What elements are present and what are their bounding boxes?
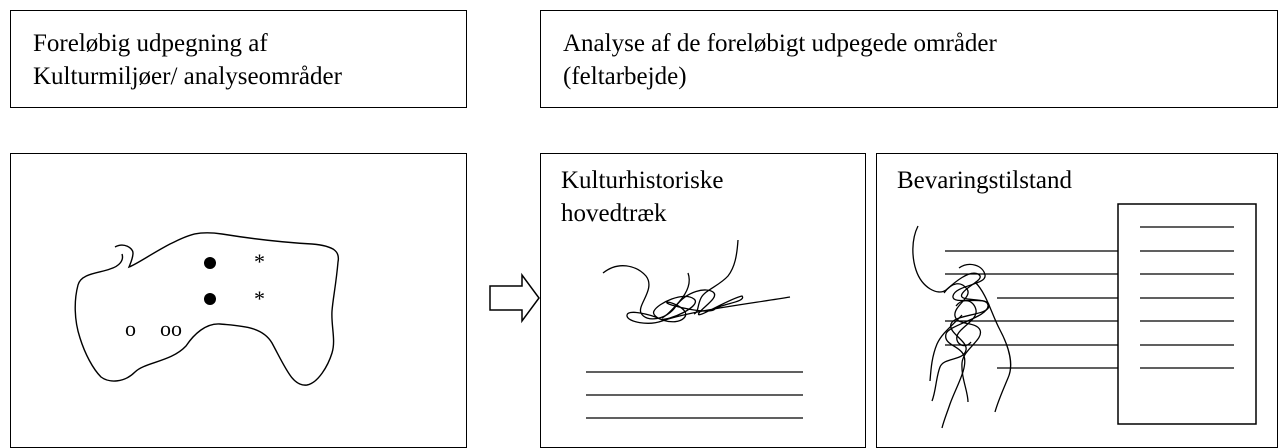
condition-document-lines [1140,226,1234,369]
diagram-drawings [74,203,1257,429]
condition-scribble-stroke [941,263,989,429]
step-label-line-1: Analyse af de foreløbigt udpegede område… [563,30,997,57]
history-scribble [602,265,791,324]
map-star-marker: * [254,286,265,311]
history-label-line-2: hovedtræk [561,200,667,227]
map-area-outline [74,232,340,386]
history-text-lines [586,371,803,419]
condition-connector-lines [945,250,1118,369]
step-box-preliminary-designation: Foreløbig udpegning af Kulturmiljøer/ an… [10,10,467,108]
history-scribble-stroke [693,239,739,315]
map-dot-marker [204,293,216,305]
map-star-marker: * [254,249,265,274]
condition-scribble-stroke [955,300,977,347]
step-label-line-2: (feltarbejde) [563,63,687,90]
condition-scribble [912,225,990,402]
step-box-analysis: Analyse af de foreløbigt udpegede område… [540,10,1278,108]
map-dot-marker [204,257,216,269]
step-label-line-2: Kulturmiljøer/ analyseområder [33,63,342,90]
map-small-o-marker: o [125,316,136,341]
arrow-right-icon [489,272,540,324]
condition-title: Bevaringstilstand [897,167,1072,194]
history-scribble-stroke [661,272,690,319]
map-double-o-marker: oo [160,316,182,341]
step-label-line-1: Foreløbig udpegning af [33,30,268,57]
condition-scribble-stroke [929,314,963,382]
condition-document [1117,203,1257,425]
history-label-line-1: Kulturhistoriske [561,167,724,194]
condition-scribble-stroke [974,281,1012,413]
condition-scribble-stroke [943,283,982,403]
